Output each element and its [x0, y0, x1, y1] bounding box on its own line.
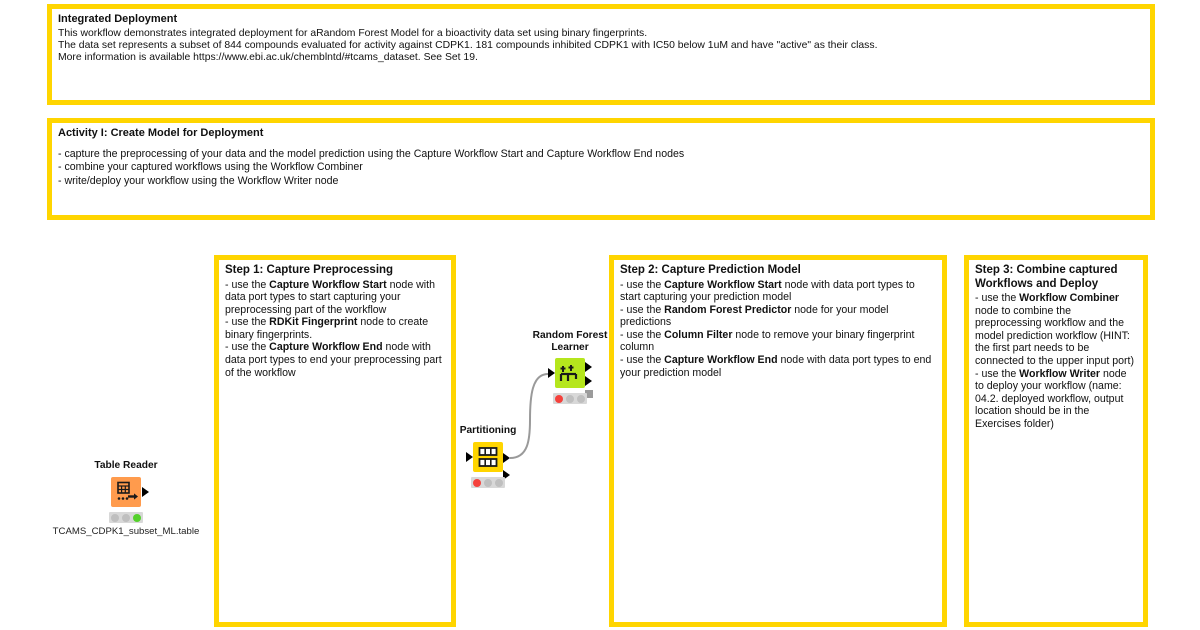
annotation-body: - use the Capture Workflow Start node wi…: [225, 278, 442, 379]
annotation-integrated-deployment[interactable]: Integrated Deployment This workflow demo…: [47, 4, 1155, 105]
node-sublabel: TCAMS_CDPK1_subset_ML.table: [52, 526, 200, 537]
status-led: [473, 478, 482, 487]
wire-partitioning-to-learner: [509, 373, 549, 459]
status-led: [576, 394, 585, 403]
table-reader-icon: [117, 481, 138, 500]
node-body[interactable]: [555, 358, 585, 388]
output-port-model[interactable]: [585, 390, 593, 398]
output-port-model-stats[interactable]: [585, 362, 592, 372]
status-led: [494, 478, 503, 487]
annotation-title: Step 1: Capture Preprocessing: [225, 264, 394, 276]
status-led: [555, 394, 564, 403]
random-forest-learner-icon: [559, 365, 578, 381]
annotation-body: - use the Capture Workflow Start node wi…: [620, 278, 932, 379]
output-port-first-partition[interactable]: [503, 453, 510, 463]
node-label: Partitioning: [459, 425, 517, 436]
node-body[interactable]: [111, 477, 141, 507]
node-body[interactable]: [473, 442, 503, 472]
annotation-body: This workflow demonstrates integrated de…: [58, 27, 878, 64]
output-port-table[interactable]: [142, 487, 149, 497]
input-port-table[interactable]: [466, 452, 473, 462]
node-label: Random Forest Learner: [532, 330, 608, 353]
annotation-body: - capture the preprocessing of your data…: [58, 147, 685, 188]
annotation-step-3[interactable]: Step 3: Combine captured Workflows and D…: [964, 255, 1148, 627]
partitioning-icon: [478, 447, 498, 467]
output-port-attribute-stats[interactable]: [585, 376, 592, 386]
annotation-title: Step 2: Capture Prediction Model: [620, 264, 801, 276]
annotation-title: Activity I: Create Model for Deployment: [58, 127, 264, 139]
annotation-step-2[interactable]: Step 2: Capture Prediction Model - use t…: [609, 255, 947, 627]
annotation-title: Step 3: Combine captured Workflows and D…: [975, 264, 1118, 290]
node-label: Table Reader: [94, 460, 158, 471]
annotation-body: - use the Workflow Combiner node to comb…: [975, 292, 1135, 430]
annotation-step-1[interactable]: Step 1: Capture Preprocessing - use the …: [214, 255, 456, 627]
input-port-training-data[interactable]: [548, 368, 555, 378]
node-status: [471, 477, 505, 488]
status-led: [483, 478, 492, 487]
status-led: [111, 513, 120, 522]
status-led: [121, 513, 130, 522]
node-status: [109, 512, 143, 523]
status-led: [132, 513, 141, 522]
output-port-second-partition[interactable]: [503, 470, 510, 480]
annotation-title: Integrated Deployment: [58, 13, 178, 25]
annotation-activity-1[interactable]: Activity I: Create Model for Deployment …: [47, 118, 1155, 220]
status-led: [565, 394, 574, 403]
node-status: [553, 393, 587, 404]
